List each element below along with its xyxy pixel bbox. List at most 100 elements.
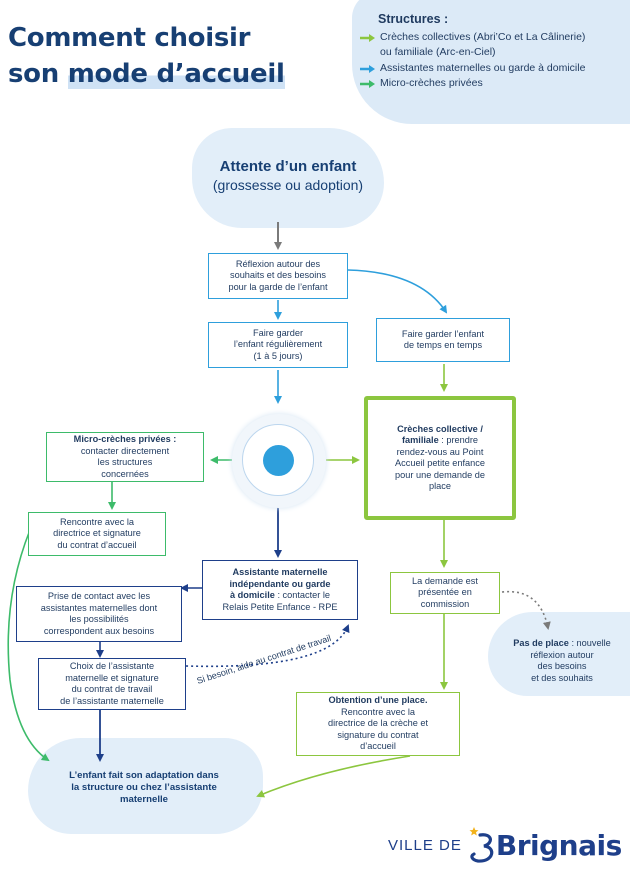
text-line: Faire garder l’enfant [401, 328, 485, 339]
arrow-reflexion-to-temps [347, 269, 448, 314]
text-line: correspondent aux besoins [43, 625, 155, 636]
text-line: présentée en [418, 587, 472, 598]
text-line: Micro-crèches privées : [73, 434, 177, 444]
adaptation-blob [28, 738, 263, 834]
text-line: Relais Petite Enfance - RPE [222, 601, 338, 612]
text-line: du contrat de travail [71, 684, 153, 694]
creches-box: Crèches collective / familiale : prendre… [364, 396, 516, 520]
arrow-obtention-to-adaptation [256, 755, 411, 798]
text-line: familiale : prendre [395, 435, 485, 447]
start-title: Attente d’un enfant [219, 158, 357, 175]
legend-item-label-2: ou familiale (Arc-en-Ciel) [380, 46, 496, 58]
legend-item-label: Micro-crèches privées [380, 77, 483, 89]
text-line: Rencontre avec la [340, 706, 416, 717]
title-line-2: son mode d’accueil [8, 56, 285, 92]
brand-ville: VILLE DE [388, 836, 462, 854]
text-line: à domicile : contacter le [223, 590, 338, 602]
text-line: Faire garder [252, 327, 304, 338]
text-line: l’enfant régulièrement [233, 339, 323, 350]
brand-name: Brignais [495, 828, 622, 862]
text-line: d’accueil [360, 741, 396, 752]
title-line-1: Comment choisir [8, 23, 251, 53]
text-line: directrice de la crèche et [327, 718, 429, 729]
text-line: souhaits et des besoins [229, 270, 327, 281]
text-line: Obtention d’une place. [328, 695, 428, 706]
text-line: Crèches collective / [397, 423, 483, 434]
text-line: place [429, 481, 451, 491]
text-line: contacter directement [80, 445, 170, 456]
text-line: pour une demande de [395, 469, 485, 480]
text-line: commission [420, 598, 470, 609]
legend-background [352, 0, 630, 124]
arrow-lime-icon [360, 33, 375, 42]
arrow-green-icon [360, 80, 375, 88]
text-line: réflexion autour [530, 649, 594, 660]
text-bold: familiale [401, 435, 439, 445]
text-line: Pas de place : nouvelle [492, 638, 630, 650]
text-line: Prise de contact avec les [47, 591, 151, 601]
text-line: maternelle et signature [65, 672, 159, 683]
text-line: Assistante maternelle [232, 567, 328, 577]
start-blob [192, 128, 384, 228]
text-line: (1 à 5 jours) [253, 350, 303, 361]
micro-box: Micro-crèches privées :contacter directe… [46, 432, 204, 482]
page-title: Comment choisir son mode d’accueil [8, 20, 285, 92]
legend-title: Structures : [378, 12, 449, 26]
legend-item-creches: Crèches collectives (Abri’Co et La Câlin… [360, 30, 630, 61]
start-subtitle: (grossesse ou adoption) [212, 177, 364, 193]
arrow-rencontre-to-adaptation [7, 529, 50, 762]
text-line: les possibilités [69, 614, 129, 624]
text-line: les structures [97, 457, 153, 467]
text-line: la structure ou chez l’assistante [71, 782, 217, 793]
pasplace-blob [488, 612, 630, 696]
text-line: indépendante ou garde [229, 578, 331, 589]
aide-label: Si besoin, aide au contrat de travail [196, 633, 333, 686]
legend-item-assistantes: Assistantes maternelles ou garde à domic… [360, 61, 630, 77]
text-line: et des souhaits [531, 672, 593, 683]
text-line: La demande est [412, 575, 478, 586]
title-line-2-plain: son [8, 59, 68, 89]
legend-item-label: Assistantes maternelles ou garde à domic… [380, 61, 586, 74]
arrow-blue-icon [360, 64, 375, 73]
text-line: signature du contrat [337, 729, 419, 740]
text-line: maternelle [120, 794, 168, 805]
legend-item-micro: Micro-crèches privées [360, 76, 630, 92]
text-bold: Pas de place [513, 638, 569, 648]
brand-logo: VILLE DE Brignais [388, 820, 622, 870]
text-line: de temps en temps [403, 340, 483, 350]
text-line: concernées [101, 468, 149, 479]
text-line: directrice et signature [53, 528, 141, 539]
adaptation-text: L’enfant fait son adaptation dans la str… [38, 770, 250, 806]
text-line: L’enfant fait son adaptation dans [69, 770, 219, 781]
legend-item-label: Crèches collectives (Abri’Co et La Câlin… [380, 30, 586, 43]
text-bold: à domicile [229, 590, 275, 600]
text-line: assistantes maternelles dont [40, 602, 158, 613]
text-line: pour la garde de l’enfant [228, 281, 328, 292]
assistante-box: Assistante maternelle indépendante ou ga… [202, 560, 358, 620]
decision-circle-ring [242, 424, 314, 496]
text-line: Rencontre avec la [59, 516, 135, 527]
text-line: de l’assistante maternelle [60, 695, 164, 706]
text-line: des besoins [537, 661, 587, 671]
arrow-commission-to-pasplace [501, 590, 551, 630]
text-rest: : prendre [438, 435, 479, 445]
pasplace-text: Pas de place : nouvelle réflexion autour… [492, 638, 630, 684]
text-line: Accueil petite enfance [395, 458, 485, 468]
text-line: rendez-vous au Point [396, 446, 484, 457]
text-rest: : nouvelle [568, 638, 611, 648]
title-highlight: mode d’accueil [67, 59, 285, 89]
text-line: Réflexion autour des [235, 258, 321, 269]
start-node: Attente d’un enfant (grossesse ou adopti… [192, 158, 384, 194]
text-line: du contrat d’accueil [57, 539, 137, 550]
legend: Structures : Crèches collectives (Abri’C… [360, 12, 630, 92]
brand-star-b-icon [469, 827, 494, 863]
